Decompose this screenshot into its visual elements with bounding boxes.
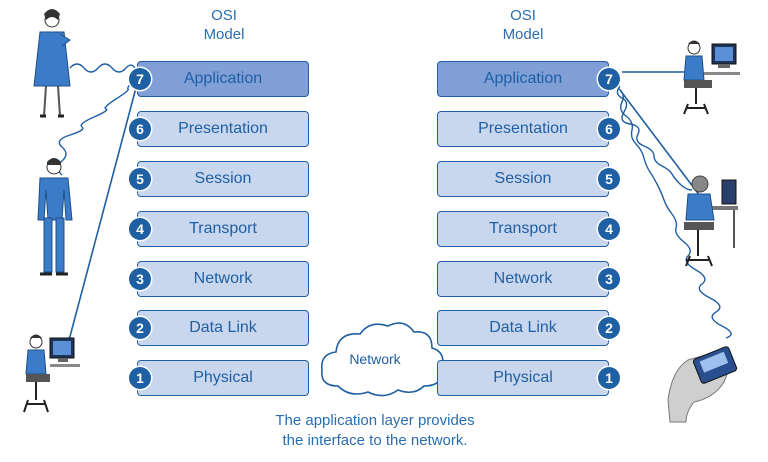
right-layer-number-badge: 1 bbox=[598, 367, 620, 389]
left-layer-physical: Physical bbox=[137, 360, 309, 396]
layer-label: Data Link bbox=[189, 319, 257, 336]
wireless-link-left-woman bbox=[69, 63, 139, 75]
wireless-link-left-man bbox=[57, 74, 139, 176]
left-layer-presentation: Presentation bbox=[137, 111, 309, 147]
right-model-title-line1: OSI bbox=[510, 7, 536, 24]
left-layer-network: Network bbox=[137, 261, 309, 297]
caption-line-1: The application layer provides bbox=[275, 412, 475, 429]
desk-user-right-icon bbox=[684, 175, 738, 267]
left-layer-number-badge: 6 bbox=[129, 118, 151, 140]
layer-label: Physical bbox=[493, 369, 553, 386]
layer-label: Data Link bbox=[489, 319, 557, 336]
left-layer-number-badge: 1 bbox=[129, 367, 151, 389]
right-layer-number-badge: 7 bbox=[598, 68, 620, 90]
right-layer-number-badge: 5 bbox=[598, 168, 620, 190]
right-model-title-line2: Model bbox=[502, 26, 544, 43]
network-cloud-icon bbox=[320, 322, 444, 397]
left-layer-application: Application bbox=[137, 61, 309, 97]
left-layer-number-badge: 7 bbox=[129, 68, 151, 90]
left-model-title-line1: OSI bbox=[211, 7, 237, 24]
right-layer-session: Session bbox=[437, 161, 609, 197]
right-model-title: OSI Model bbox=[463, 6, 583, 44]
network-cloud-label: Network bbox=[349, 351, 401, 367]
right-layer-transport: Transport bbox=[437, 211, 609, 247]
businesswoman-figure-icon bbox=[33, 9, 71, 118]
wireless-link-right-pda bbox=[617, 87, 732, 339]
wireless-link-right-woman bbox=[616, 85, 693, 191]
right-layer-application: Application bbox=[437, 61, 609, 97]
layer-label: Network bbox=[493, 270, 553, 287]
right-layer-network: Network bbox=[437, 261, 609, 297]
right-layer-presentation: Presentation bbox=[437, 111, 609, 147]
right-layer-data-link: Data Link bbox=[437, 310, 609, 346]
wired-link-right-woman bbox=[619, 89, 701, 197]
wired-link-left-computer bbox=[67, 83, 138, 345]
right-layer-number-badge: 4 bbox=[598, 218, 620, 240]
left-layer-number-badge: 4 bbox=[129, 218, 151, 240]
right-layer-physical: Physical bbox=[437, 360, 609, 396]
left-layer-number-badge: 3 bbox=[129, 268, 151, 290]
layer-label: Presentation bbox=[478, 120, 568, 137]
caption-line-2: the interface to the network. bbox=[282, 432, 468, 449]
right-layer-number-badge: 3 bbox=[598, 268, 620, 290]
right-layer-number-badge: 6 bbox=[598, 118, 620, 140]
left-layer-number-badge: 2 bbox=[129, 317, 151, 339]
layer-label: Network bbox=[193, 270, 253, 287]
layer-label: Transport bbox=[189, 220, 257, 237]
left-model-title: OSI Model bbox=[164, 6, 284, 44]
layer-label: Session bbox=[194, 170, 252, 187]
right-layer-number-badge: 2 bbox=[598, 317, 620, 339]
left-layer-transport: Transport bbox=[137, 211, 309, 247]
layer-label: Application bbox=[183, 70, 263, 87]
left-model-title-line2: Model bbox=[203, 26, 245, 43]
left-layer-session: Session bbox=[137, 161, 309, 197]
layer-label: Physical bbox=[193, 369, 253, 386]
computer-user-right-icon bbox=[683, 40, 740, 115]
figure-caption: The application layer provides the inter… bbox=[220, 411, 530, 451]
computer-user-left-icon bbox=[23, 334, 80, 413]
layer-label: Presentation bbox=[178, 120, 268, 137]
layer-label: Transport bbox=[489, 220, 557, 237]
businessman-figure-icon bbox=[37, 158, 73, 276]
handheld-pda-icon bbox=[667, 346, 738, 423]
layer-label: Application bbox=[483, 70, 563, 87]
left-layer-data-link: Data Link bbox=[137, 310, 309, 346]
left-layer-number-badge: 5 bbox=[129, 168, 151, 190]
layer-label: Session bbox=[494, 170, 552, 187]
